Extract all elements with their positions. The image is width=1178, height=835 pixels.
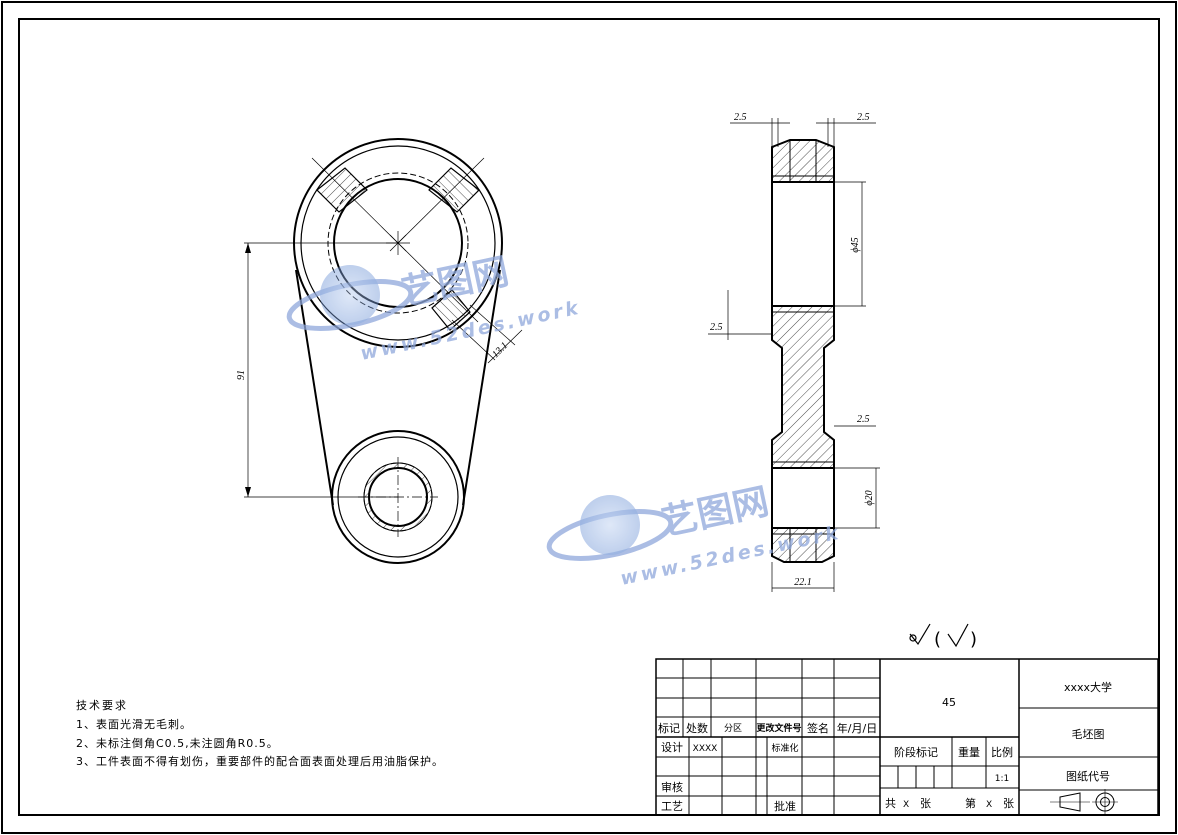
tb-material: 45 <box>942 696 956 709</box>
dim-91: 91 <box>236 370 247 380</box>
tb-review: 审核 <box>661 780 683 794</box>
tb-stage-mark: 阶段标记 <box>894 745 938 759</box>
tb-count: 处数 <box>686 722 708 735</box>
tb-designer: XXXX <box>693 744 718 754</box>
surface-paren-close: ) <box>970 629 977 650</box>
tb-design: 设计 <box>661 741 683 754</box>
tb-standardize: 标准化 <box>771 742 798 754</box>
tech-req-item-1: 1、表面光滑无毛刺。 <box>76 717 192 731</box>
tech-req-item-3: 3、工件表面不得有划伤，重要部件的配合面表面处理后用油脂保护。 <box>76 754 444 768</box>
tb-x1: X <box>903 800 909 810</box>
dim-2-5-top-left: 2.5 <box>734 112 747 123</box>
dim-2-5-lower: 2.5 <box>857 414 870 425</box>
tb-signature: 签名 <box>807 721 829 735</box>
tech-req-heading: 技术要求 <box>76 699 128 712</box>
dim-2-5-mid: 2.5 <box>710 322 723 333</box>
tb-total: 共 <box>885 797 896 810</box>
tb-process: 工艺 <box>661 800 683 813</box>
tb-sheets2: 张 <box>1003 797 1014 810</box>
tb-drawing-name: 毛坯图 <box>1072 728 1105 741</box>
tech-req-item-2: 2、未标注倒角C0.5,未注圆角R0.5。 <box>76 736 279 750</box>
title-block-text: 45 xxxx大学 毛坯图 图纸代号 标记 处数 分区 更改文件号 签名 年/月… <box>658 680 1112 813</box>
dim-2-5-top-right: 2.5 <box>857 112 870 123</box>
tb-weight: 重量 <box>958 745 980 759</box>
tb-scale-value: 1:1 <box>995 774 1009 784</box>
inner-border <box>18 18 1160 816</box>
dim-phi20: ϕ20 <box>864 490 875 505</box>
tb-change-doc: 更改文件号 <box>756 722 801 734</box>
surface-paren-open: ( <box>934 629 941 650</box>
tb-approve: 批准 <box>774 799 796 813</box>
tb-nth: 第 <box>965 796 976 810</box>
surface-finish-symbol <box>909 623 969 648</box>
tb-zone: 分区 <box>724 723 742 734</box>
title-block <box>655 658 1159 816</box>
side-view <box>708 118 880 592</box>
watermark-brand-2: 艺图网 <box>658 481 772 544</box>
dim-22-1: 22.1 <box>794 577 812 588</box>
tb-date: 年/月/日 <box>837 721 877 735</box>
tb-university: xxxx大学 <box>1064 680 1112 694</box>
tb-sheets1: 张 <box>920 797 931 810</box>
dim-13-1: 13.1 <box>490 340 510 360</box>
tb-scale: 比例 <box>991 745 1013 759</box>
tb-mark: 标记 <box>658 721 680 735</box>
tb-drawing-code: 图纸代号 <box>1066 770 1110 783</box>
dim-phi45: ϕ45 <box>850 237 861 252</box>
tb-x2: X <box>986 800 992 810</box>
front-view <box>244 138 523 564</box>
